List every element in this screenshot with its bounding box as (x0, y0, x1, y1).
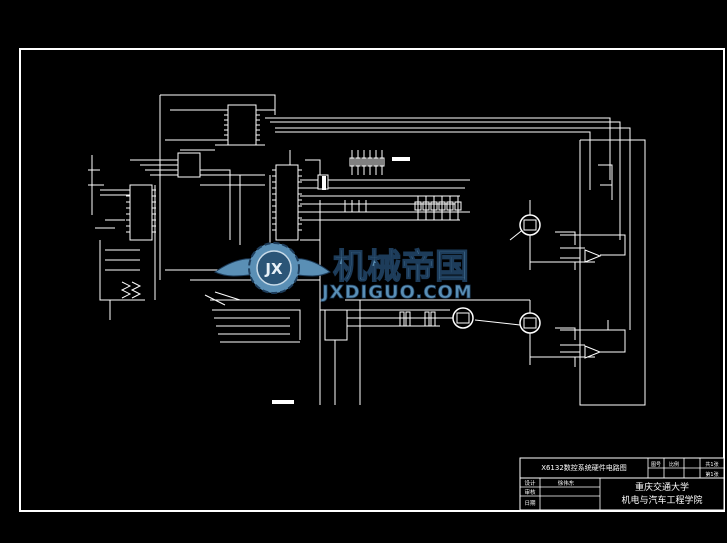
watermark-logo-letters: JX (264, 260, 283, 278)
ic-chip-left (129, 184, 153, 241)
university-name: 重庆交通大学 (635, 481, 689, 493)
resistor-banks (120, 150, 462, 327)
motor-z (519, 312, 541, 334)
circuit-wiring (88, 94, 646, 406)
motor-x (519, 214, 541, 236)
op-amps (584, 249, 602, 359)
sheet-cell-total: 共1张 (705, 461, 718, 468)
watermark-cn-text: 机械帝国 (333, 247, 469, 287)
row-label-design: 设计 (524, 479, 536, 487)
row-label-review: 审核 (524, 488, 536, 496)
title-block: X6132数控系统硬件电路图 图号 比例 共1张 第1张 设计 审核 日期 徐伟… (519, 457, 725, 511)
ic-chips (129, 104, 348, 341)
watermark-en-text: JXDIGUO.COM (320, 282, 473, 303)
drawing-frame (19, 48, 725, 512)
watermark-logo: JX 机械帝国 JXDIGUO.COM (213, 242, 473, 303)
sheet-cell-scale: 比例 (669, 461, 679, 468)
sheet-cell-drawing-no: 图号 (651, 462, 661, 468)
drawing-title: X6132数控系统硬件电路图 (541, 463, 627, 472)
sheet-cell-current: 第1张 (705, 471, 718, 478)
college-name: 机电与汽车工程学院 (621, 494, 702, 506)
bus-bars (272, 157, 410, 404)
motor-y (452, 307, 474, 329)
designer-name: 徐伟东 (558, 479, 575, 487)
row-label-date: 日期 (524, 500, 536, 507)
ic-chip-cpu (275, 164, 299, 241)
ic-chip-mid (177, 152, 201, 178)
motor-windings (456, 219, 537, 329)
ic-pin-marks (126, 109, 302, 233)
ic-chip-bottom (324, 309, 348, 341)
ic-chip-top (227, 104, 257, 146)
